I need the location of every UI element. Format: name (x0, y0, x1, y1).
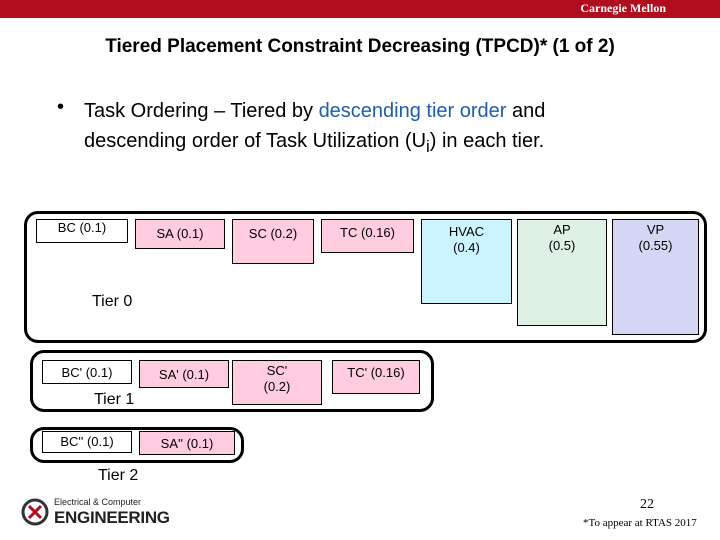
brand-logo: Carnegie Mellon (580, 1, 666, 15)
task-sa: SA (0.1) (135, 219, 225, 249)
bullet-part1: Task Ordering – Tiered by (84, 100, 319, 122)
bullet-highlight: descending tier order (318, 100, 507, 122)
header-bar: Carnegie Mellon (0, 0, 720, 18)
tier-0-label: Tier 0 (92, 293, 133, 310)
bullet-subscript: i (426, 137, 430, 156)
task-bc-double: BC'' (0.1) (42, 431, 132, 453)
footnote: *To appear at RTAS 2017 (583, 517, 697, 529)
task-tc-prime: TC' (0.16) (332, 360, 420, 394)
task-hvac: HVAC (0.4) (421, 219, 512, 304)
logo-line1: Electrical & Computer (54, 497, 142, 507)
bullet-part3: ) in each tier. (429, 130, 545, 152)
tier-2-label: Tier 2 (98, 467, 139, 484)
tier-1-box (30, 350, 434, 412)
bullet-marker: • (57, 96, 65, 118)
task-bc: BC (0.1) (36, 219, 128, 243)
task-ap: AP (0.5) (517, 219, 607, 326)
ece-logo: Electrical & Computer ENGINEERING (20, 497, 180, 527)
task-tc: TC (0.16) (321, 219, 414, 253)
task-sa-double: SA'' (0.1) (139, 431, 235, 455)
page-number: 22 (640, 497, 654, 512)
task-sc: SC (0.2) (232, 219, 314, 264)
tier-0-box (24, 211, 707, 343)
tier-2-box (30, 427, 244, 463)
bullet-text: Task Ordering – Tiered by descending tie… (84, 96, 644, 162)
task-sa-prime: SA' (0.1) (139, 360, 229, 388)
bullet-part2: and descending order of Task Utilization… (84, 100, 546, 152)
task-bc-prime: BC' (0.1) (42, 360, 132, 384)
ece-emblem-icon (21, 498, 49, 526)
tier-1-label: Tier 1 (94, 391, 135, 408)
slide-title: Tiered Placement Constraint Decreasing (… (105, 36, 615, 57)
task-sc-prime: SC' (0.2) (232, 360, 322, 405)
task-vp: VP (0.55) (612, 219, 699, 335)
logo-line2: ENGINEERING (54, 508, 170, 527)
